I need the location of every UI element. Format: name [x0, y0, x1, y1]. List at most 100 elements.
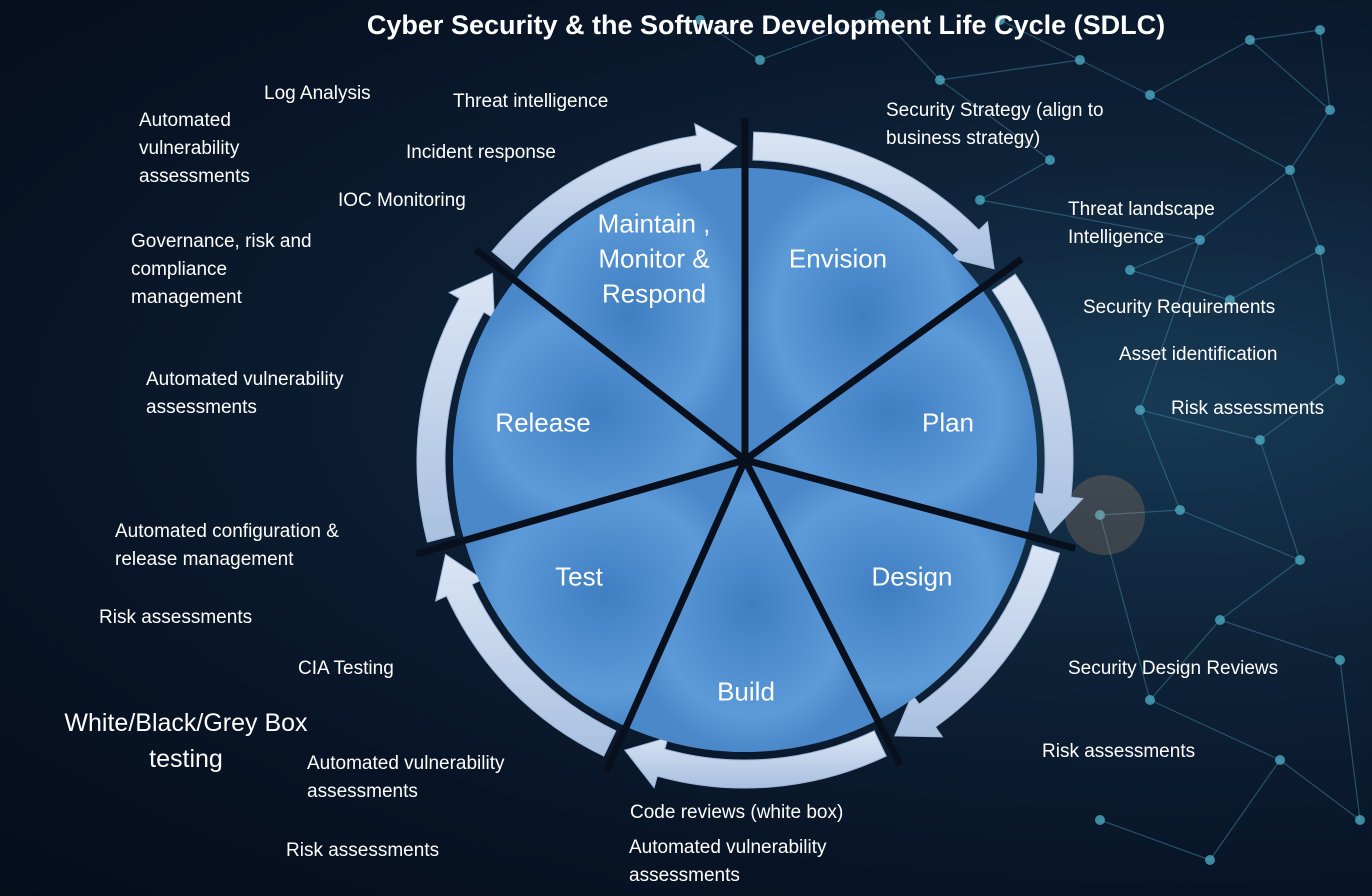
network-node	[695, 15, 705, 25]
network-edge	[1099, 509, 1181, 516]
cycle-arrow-release	[416, 272, 495, 543]
network-edge	[1259, 379, 1341, 441]
network-node	[875, 10, 885, 20]
activity-auto-config-line-1: Automated configuration &	[115, 521, 339, 542]
network-edge	[1219, 619, 1341, 661]
phase-design-label: Design	[871, 561, 953, 592]
network-node	[1245, 35, 1255, 45]
network-edge	[1139, 409, 1261, 441]
network-edge	[879, 14, 941, 81]
phase-maintain-line-2: Monitor &	[598, 243, 710, 274]
cycle-arrow-plan	[991, 273, 1084, 535]
activity-box-testing-line-2: testing	[149, 745, 223, 773]
network-edge	[1249, 29, 1321, 41]
network-edge	[1149, 619, 1221, 701]
activity-auto-vuln-release-line-1: Automated vulnerability	[146, 369, 344, 390]
activity-security-strategy-line-1: Security Strategy (align to	[886, 100, 1104, 121]
network-node	[755, 55, 765, 65]
activity-security-strategy: Security Strategy (align to business str…	[886, 97, 1104, 153]
network-node	[1045, 155, 1055, 165]
activity-grc: Governance, risk and compliance manageme…	[131, 228, 312, 312]
activity-grc-line-1: Governance, risk and	[131, 231, 312, 252]
network-edge	[1099, 819, 1211, 861]
activity-risk-assessments-plan: Risk assessments	[1171, 398, 1325, 419]
activity-box-testing: White/Black/Grey Box testing	[40, 705, 332, 777]
network-node	[1215, 615, 1225, 625]
activity-auto-vuln-release-line-2: assessments	[146, 397, 257, 418]
network-node	[1295, 555, 1305, 565]
phase-maintain-line-1: Maintain ,	[597, 208, 711, 239]
activity-grc-line-2: compliance	[131, 259, 228, 280]
activity-auto-vuln-test: Automated vulnerability assessments	[307, 750, 505, 806]
network-edge	[979, 159, 1051, 201]
network-node	[1275, 755, 1285, 765]
activity-auto-vuln-test-line-1: Automated vulnerability	[307, 753, 505, 774]
network-edge	[1149, 699, 1281, 761]
network-edge	[999, 19, 1081, 61]
divider-3	[741, 458, 904, 767]
network-edge	[939, 59, 1081, 81]
network-node	[1335, 655, 1345, 665]
activity-auto-vuln-top-line-3: assessments	[139, 166, 250, 187]
network-node	[935, 75, 945, 85]
network-edge	[1249, 39, 1331, 111]
activity-security-strategy-line-2: business strategy)	[886, 128, 1041, 149]
network-edge	[1149, 94, 1291, 171]
activity-auto-config-line-2: release management	[115, 549, 294, 570]
phase-plan-label: Plan	[921, 407, 975, 438]
cycle-arrow-envision	[752, 131, 995, 270]
cycle-arrow-test	[434, 553, 617, 757]
activity-auto-vuln-test-line-2: assessments	[307, 781, 418, 802]
network-node	[1195, 235, 1205, 245]
network-edge	[1289, 169, 1321, 251]
activity-risk-assessments-test: Risk assessments	[99, 607, 253, 628]
network-node	[1125, 265, 1135, 275]
network-node	[1095, 815, 1105, 825]
network-node	[1285, 165, 1295, 175]
divider-2	[744, 456, 1077, 552]
activity-auto-vuln-top-line-1: Automated	[139, 110, 231, 131]
activity-auto-vuln-top: Automated vulnerability assessments	[139, 107, 250, 191]
activity-risk-assessments-design: Risk assessments	[1042, 741, 1196, 762]
network-edge	[1219, 559, 1301, 621]
activity-auto-vuln-build: Automated vulnerability assessments	[629, 834, 827, 890]
activity-code-reviews: Code reviews (white box)	[630, 802, 844, 823]
network-node	[995, 15, 1005, 25]
network-node	[1075, 55, 1085, 65]
phase-build-label: Build	[717, 676, 775, 707]
activity-threat-landscape-line-1: Threat landscape	[1068, 199, 1215, 220]
divider-5	[415, 456, 746, 558]
activity-grc-line-3: management	[131, 287, 242, 308]
network-node	[1175, 505, 1185, 515]
network-edge	[1129, 269, 1231, 301]
activity-cia-testing: CIA Testing	[298, 658, 394, 679]
network-edge	[699, 19, 761, 61]
activity-auto-vuln-top-line-2: vulnerability	[139, 138, 240, 159]
network-node	[1355, 815, 1365, 825]
network-node	[1325, 105, 1335, 115]
network-edge	[1139, 239, 1201, 411]
network-node	[1315, 245, 1325, 255]
phase-test-label: Test	[555, 561, 603, 592]
network-edge	[1319, 29, 1331, 111]
glow	[1065, 475, 1145, 555]
network-edge	[979, 199, 1201, 241]
phase-maintain-line-3: Respond	[601, 278, 707, 309]
network-node	[1315, 25, 1325, 35]
network-edge	[1179, 509, 1301, 561]
activity-box-testing-line-1: White/Black/Grey Box	[64, 709, 308, 737]
network-node	[1145, 90, 1155, 100]
network-edge	[1139, 409, 1181, 511]
network-edge	[1229, 249, 1321, 301]
network-edge	[1209, 759, 1281, 861]
activity-security-design-reviews: Security Design Reviews	[1068, 658, 1279, 679]
network-edge	[1079, 59, 1151, 96]
network-edge	[1129, 239, 1201, 271]
network-node	[1205, 855, 1215, 865]
activity-threat-landscape: Threat landscape Intelligence	[1068, 196, 1215, 252]
network-edge	[939, 79, 1051, 161]
wedge-test	[464, 460, 745, 727]
activity-threat-landscape-line-2: Intelligence	[1068, 227, 1165, 248]
